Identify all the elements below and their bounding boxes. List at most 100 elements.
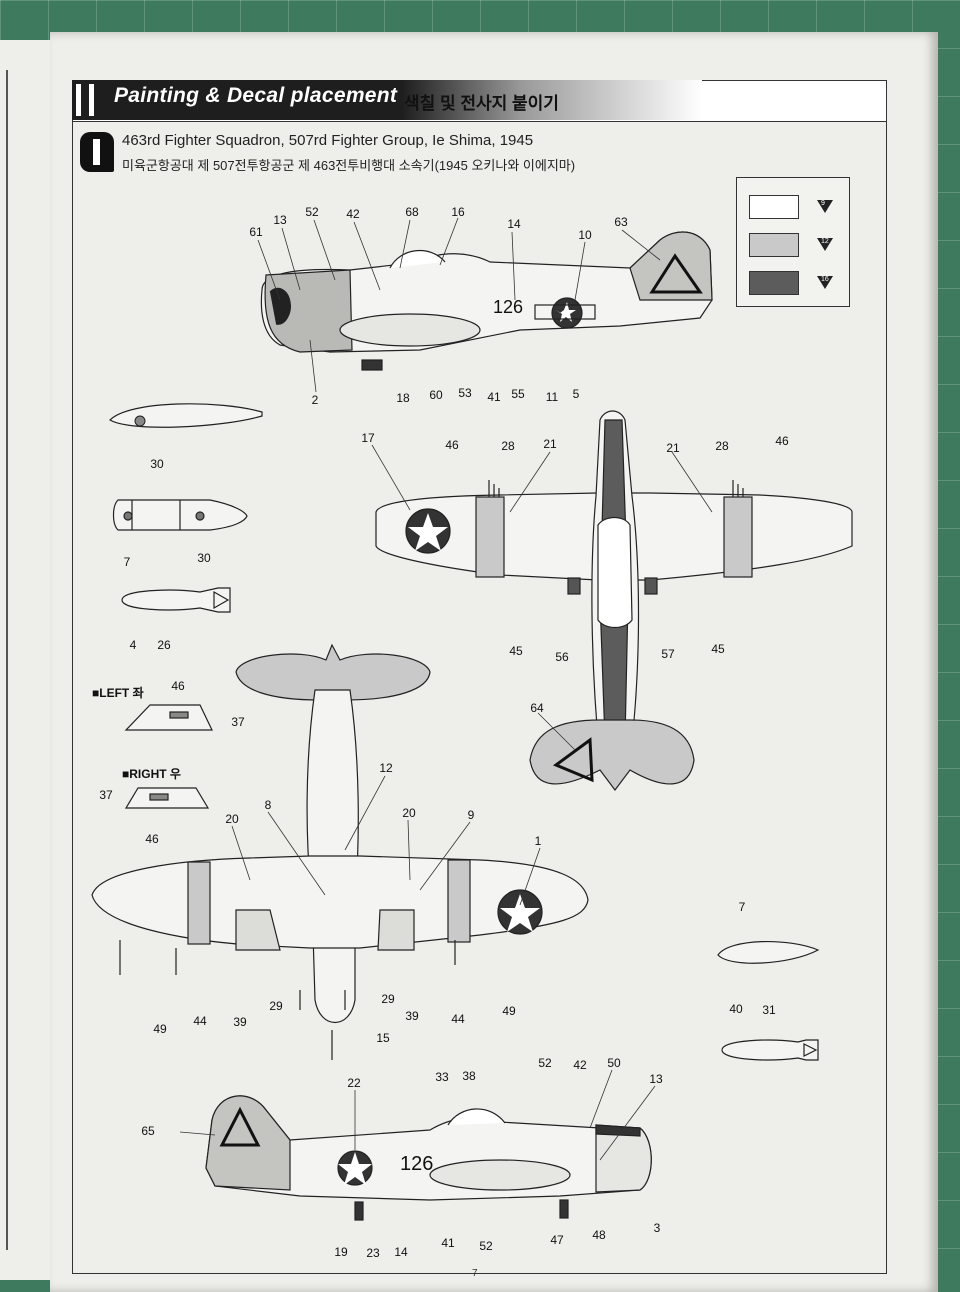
left-label: ■LEFT 좌	[92, 686, 144, 700]
callout: 33	[435, 1070, 449, 1084]
callout: 46	[445, 438, 459, 452]
callout: 8	[264, 798, 272, 812]
callout: 1	[534, 834, 542, 848]
callout: 12	[379, 761, 393, 775]
callout: 56	[555, 650, 569, 664]
callout: 4	[129, 638, 137, 652]
lower-wing-planform	[91, 643, 589, 1060]
callout: 41	[441, 1236, 455, 1250]
callout: 9	[467, 808, 475, 822]
header-title-en: Painting & Decal placement	[114, 84, 398, 107]
right-label: ■RIGHT 우	[122, 767, 181, 781]
callout: 5	[572, 387, 580, 401]
callout: 45	[711, 642, 725, 656]
callout: 21	[666, 441, 680, 455]
callout: 23	[366, 1246, 380, 1260]
previous-page-edge	[0, 40, 57, 1280]
callout: 28	[501, 439, 515, 453]
callout: 38	[462, 1069, 476, 1083]
drop-tank-side	[112, 499, 248, 531]
callout: 13	[649, 1072, 663, 1086]
callout: 19	[334, 1245, 348, 1259]
callout: 46	[145, 832, 159, 846]
color-swatch-gray	[749, 233, 799, 257]
callout: 3	[653, 1221, 661, 1235]
callout: 52	[538, 1056, 552, 1070]
color-code-badge: 16	[817, 276, 833, 289]
callout: 28	[715, 439, 729, 453]
color-code-badge: 12	[817, 238, 833, 251]
callout: 7	[123, 555, 131, 569]
callout: 26	[157, 638, 171, 652]
callout: 21	[543, 437, 557, 451]
bomb-right	[721, 1039, 819, 1061]
leader-lines	[179, 217, 713, 1161]
callout: 22	[347, 1076, 361, 1090]
callout: 2	[311, 393, 319, 407]
callout: 20	[402, 806, 416, 820]
callout: 30	[197, 551, 211, 565]
callout: 46	[171, 679, 185, 693]
callout: 45	[509, 644, 523, 658]
callout: 50	[607, 1056, 621, 1070]
callout: 37	[99, 788, 113, 802]
page-number: 7	[472, 1268, 478, 1279]
callout: 49	[502, 1004, 516, 1018]
color-swatch-dark	[749, 271, 799, 295]
callout: 31	[762, 1003, 776, 1017]
callout: 13	[273, 213, 287, 227]
upper-wing-planform	[375, 410, 853, 791]
callout: 52	[479, 1239, 493, 1253]
scheme-title-ko: 미육군항공대 제 507전투항공군 제 463전투비행대 소속기(1945 오키…	[122, 158, 576, 173]
callout: 29	[269, 999, 283, 1013]
callout: 16	[451, 205, 465, 219]
aircraft-number-top: 126	[493, 297, 523, 317]
scheme-number-badge	[80, 132, 114, 172]
callout: 18	[396, 391, 410, 405]
callout: 46	[775, 434, 789, 448]
side-profile-left	[260, 231, 713, 371]
drop-tank-bottom	[717, 940, 820, 964]
callout: 40	[729, 1002, 743, 1016]
callout: 7	[738, 900, 746, 914]
callout: 39	[233, 1015, 247, 1029]
callout: 44	[193, 1014, 207, 1028]
callout: 42	[346, 207, 360, 221]
callout: 61	[249, 225, 263, 239]
callout: 20	[225, 812, 239, 826]
callout: 65	[141, 1124, 155, 1138]
callout: 44	[451, 1012, 465, 1026]
callout: 17	[361, 431, 375, 445]
header-gradient	[402, 80, 702, 120]
callout: 14	[394, 1245, 408, 1259]
callout: 39	[405, 1009, 419, 1023]
color-code-badge: 9	[817, 200, 833, 213]
callout: 37	[231, 715, 245, 729]
drop-tank-top	[109, 403, 263, 428]
callout: 15	[376, 1031, 390, 1045]
callout: 55	[511, 387, 525, 401]
callout: 52	[305, 205, 319, 219]
callout: 64	[530, 701, 544, 715]
color-legend: 9 12 16	[736, 177, 850, 307]
callout: 68	[405, 205, 419, 219]
bomb-left	[121, 587, 231, 613]
callout: 53	[458, 386, 472, 400]
header-dark-band	[72, 80, 402, 120]
panel-left	[124, 704, 213, 731]
callout: 30	[150, 457, 164, 471]
section-roman-numeral	[76, 84, 94, 116]
color-swatch-white	[749, 195, 799, 219]
callout: 57	[661, 647, 675, 661]
callout: 29	[381, 992, 395, 1006]
aircraft-number-bottom: 126	[400, 1153, 433, 1175]
scheme-title: 463rd Fighter Squadron, 507rd Fighter Gr…	[122, 132, 534, 149]
callout: 11	[545, 390, 559, 404]
callout: 49	[153, 1022, 167, 1036]
callout: 10	[578, 228, 592, 242]
panel-right	[124, 787, 210, 809]
callout: 63	[614, 215, 628, 229]
callout: 42	[573, 1058, 587, 1072]
callout: 47	[550, 1233, 564, 1247]
